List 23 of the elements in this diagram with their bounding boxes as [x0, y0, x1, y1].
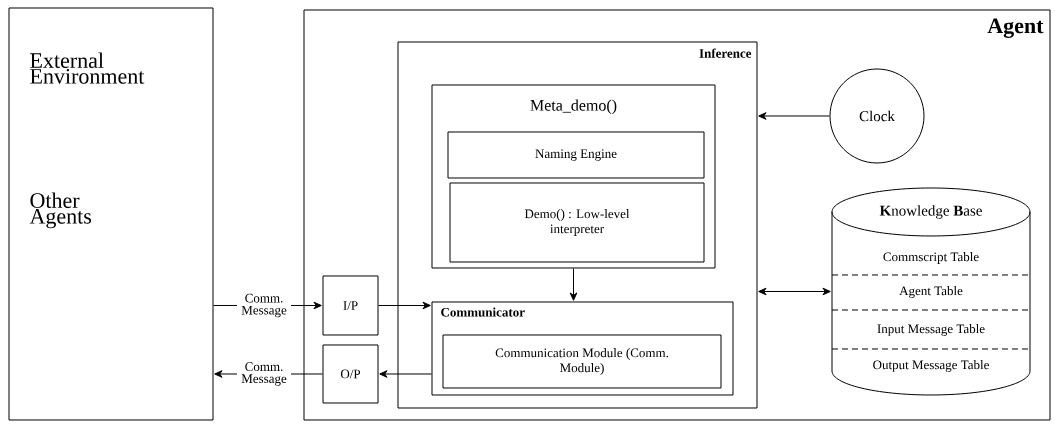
arrow [378, 301, 431, 310]
box-title: Other Agents [29, 192, 92, 229]
arrow [758, 112, 830, 120]
port-box: O/P [322, 344, 379, 404]
process-box: Demo() : Low-level interpreter [449, 182, 705, 263]
cylinder-title: Knowledge Base [879, 205, 982, 219]
arrow [758, 287, 831, 296]
arrow [569, 268, 578, 301]
edge-label: Comm. Message [237, 361, 291, 387]
box-title: External Environment [30, 52, 145, 84]
box-title: Communicator [441, 307, 525, 317]
table-name: Output Message Table [873, 360, 989, 372]
box-title: Agent [987, 18, 1044, 38]
table-name: Commscript Table [883, 252, 979, 264]
process-box: Naming Engine [447, 131, 705, 179]
box-title: Inference [699, 48, 752, 58]
process-box: Communication Module (Comm. Module) [442, 334, 722, 389]
port-box: I/P [322, 275, 379, 336]
box-title: Meta_demo() [530, 99, 617, 114]
table-name: Agent Table [899, 286, 963, 298]
arrow [379, 370, 432, 378]
edge-label: Comm. Message [237, 292, 291, 319]
table-name: Input Message Table [877, 324, 985, 336]
